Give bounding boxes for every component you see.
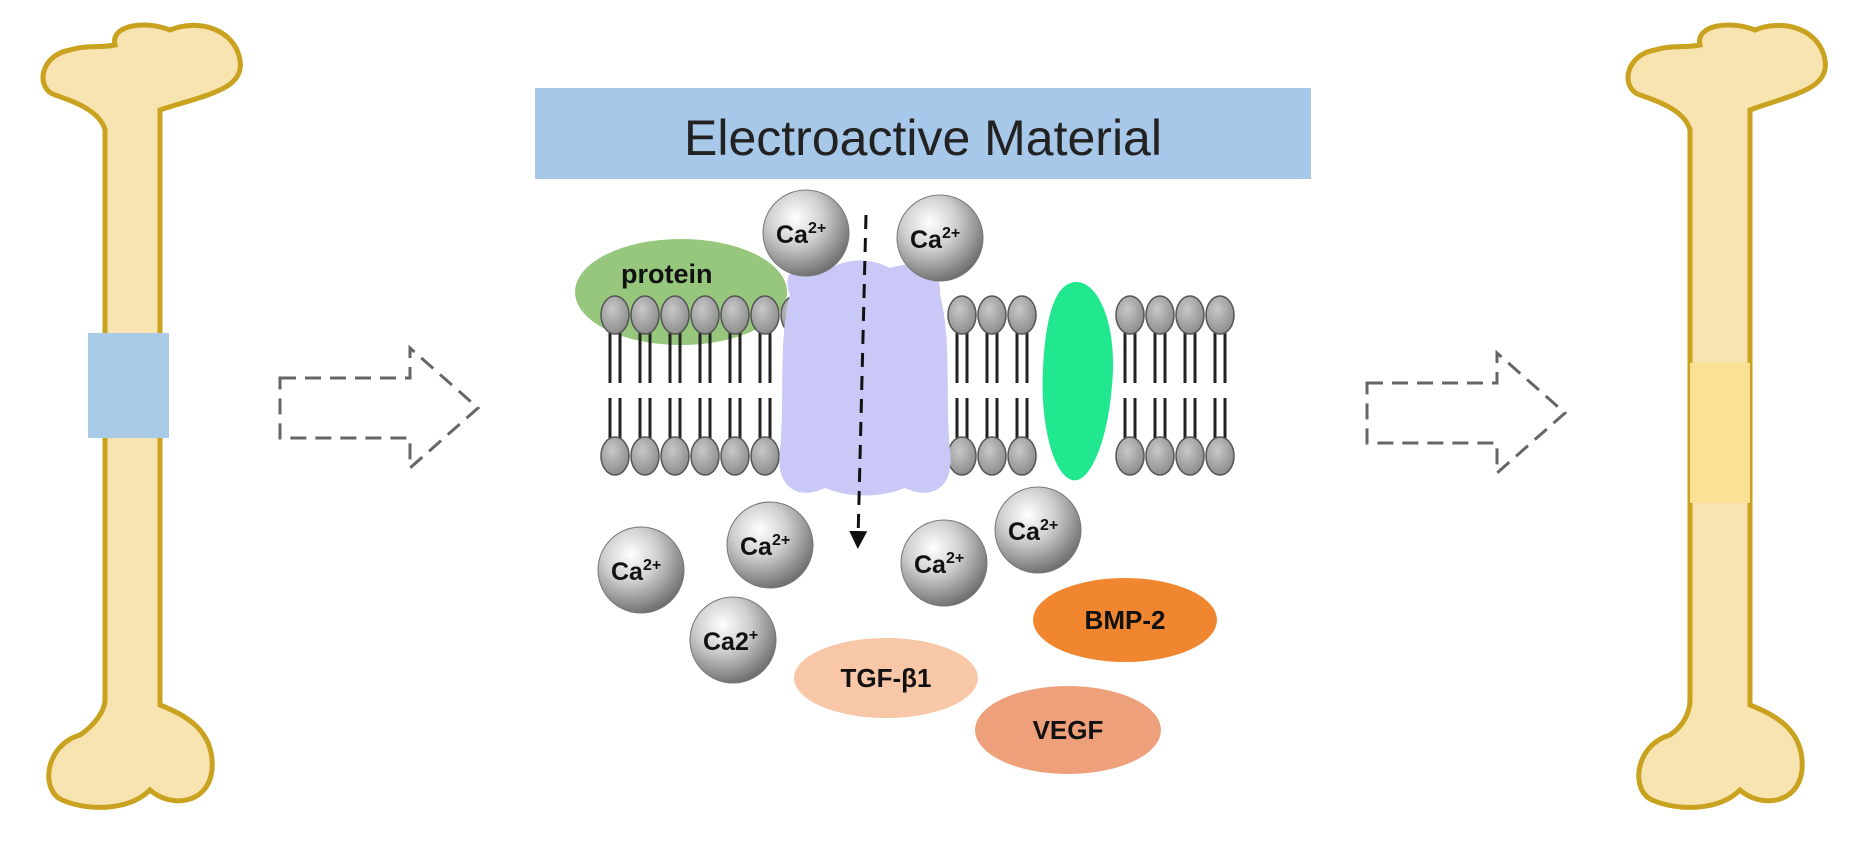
page-title: Electroactive Material xyxy=(684,110,1162,166)
lipid-molecule xyxy=(1115,295,1145,476)
lipid-molecule xyxy=(690,295,720,476)
bone-defect-gap xyxy=(88,333,169,438)
dashed-arrow-left-icon xyxy=(278,344,481,472)
ion-channel-icon xyxy=(779,260,951,496)
ion-label: Ca2+ xyxy=(740,532,790,561)
protein-label: protein xyxy=(621,259,713,289)
lipid-molecule xyxy=(600,295,630,476)
ion-flow-arrow xyxy=(849,214,868,549)
membrane-protein-green xyxy=(1042,281,1114,481)
ion-label: Ca2+ xyxy=(910,225,960,254)
ion-label: Ca2+ xyxy=(611,557,661,586)
lipid-molecule xyxy=(1175,295,1205,476)
lipid-molecule xyxy=(1007,295,1037,476)
growth-factor: BMP-2 xyxy=(1033,578,1217,662)
bone-healed-region xyxy=(1690,363,1750,503)
calcium-ions: Ca2+ Ca2+ Ca2+ Ca2+ Ca2+ Ca2+ Ca2+ xyxy=(597,189,1082,684)
bone-defect-icon xyxy=(40,22,243,810)
calcium-ion: Ca2+ xyxy=(900,519,988,607)
calcium-ion: Ca2+ xyxy=(994,486,1082,574)
growth-factor: TGF-β1 xyxy=(794,638,978,718)
ion-label: Ca2+ xyxy=(1008,517,1058,546)
calcium-ion: Ca2+ xyxy=(896,194,984,282)
lipid-molecule xyxy=(1205,295,1235,476)
bone-healed-icon xyxy=(1625,22,1828,810)
lipid-molecule xyxy=(720,295,750,476)
calcium-ion: Ca2+ xyxy=(689,596,777,684)
lipid-molecule xyxy=(1145,295,1175,476)
lipid-molecule xyxy=(947,295,977,476)
growth-factor-label: VEGF xyxy=(1033,715,1104,745)
lipid-molecule xyxy=(977,295,1007,476)
growth-factor-label: BMP-2 xyxy=(1085,605,1166,635)
ion-label: Ca2+ xyxy=(914,550,964,579)
lipid-molecule xyxy=(750,295,780,476)
growth-factor: VEGF xyxy=(975,686,1161,774)
growth-factor-label: TGF-β1 xyxy=(841,663,932,693)
calcium-ion: Ca2+ xyxy=(597,526,685,614)
lipid-molecule xyxy=(660,295,690,476)
calcium-ion: Ca2+ xyxy=(762,189,850,277)
calcium-ion: Ca2+ xyxy=(726,501,814,589)
lipid-molecule xyxy=(630,295,660,476)
title-bar xyxy=(535,88,1311,179)
ion-label: Ca2+ xyxy=(703,627,758,656)
dashed-arrow-right-icon xyxy=(1365,349,1568,477)
ion-label: Ca2+ xyxy=(776,220,826,249)
